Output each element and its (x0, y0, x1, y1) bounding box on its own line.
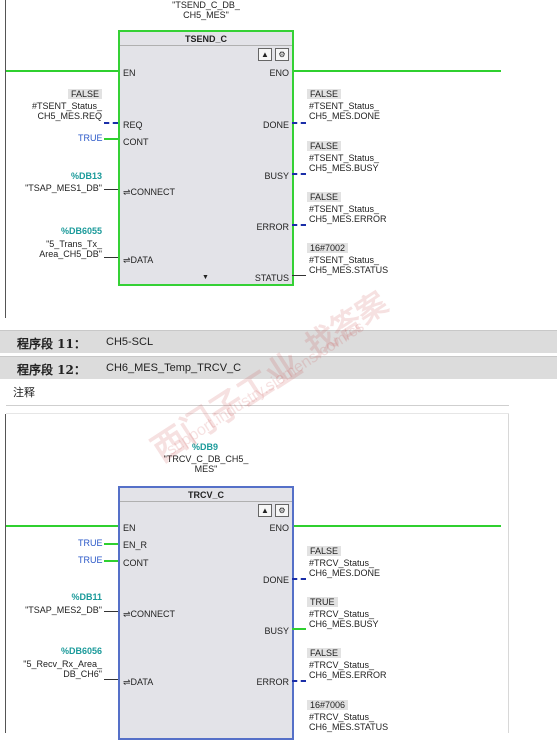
connect-db: %DB13 (70, 171, 102, 181)
en-r-value[interactable]: TRUE (78, 538, 103, 548)
comment-field[interactable]: 注释 (13, 387, 35, 399)
trcv-c-block[interactable]: TRCV_C ▲ ⚙ EN EN_R CONT ⇌CONNECT ⇌DATA E… (118, 486, 294, 740)
instance-db-label-2: "TRCV_C_DB_CH5_ MES" (163, 454, 249, 474)
pin-eno-2: ENO (269, 523, 289, 533)
done-variable[interactable]: #TSENT_Status_CH5_MES.DONE (309, 101, 381, 121)
connect-variable-2[interactable]: "TSAP_MES2_DB" (25, 605, 102, 615)
power-rail-left (5, 0, 6, 318)
done-value-2[interactable]: FALSE (307, 546, 342, 556)
network-11-title[interactable]: CH5-SCL (106, 336, 154, 348)
connect-wire-2 (104, 611, 118, 612)
error-value[interactable]: FALSE (307, 192, 342, 202)
pin-eno: ENO (269, 68, 289, 78)
block-title: TSEND_C (184, 34, 227, 44)
done-variable-2[interactable]: #TRCV_Status_CH6_MES.DONE (309, 558, 381, 578)
pin-cont-2: CONT (123, 558, 149, 568)
done-value[interactable]: FALSE (307, 89, 342, 99)
data-db-2: %DB6056 (60, 646, 102, 656)
data-db: %DB6055 (60, 226, 102, 236)
eno-wire-2 (292, 525, 501, 527)
pin-connect-2: ⇌CONNECT (123, 609, 176, 619)
error-value-2[interactable]: FALSE (307, 648, 342, 658)
data-wire (104, 257, 118, 258)
pin-done-2: DONE (262, 575, 289, 585)
expand-arrow-icon[interactable]: ▼ (202, 274, 209, 281)
pin-data-2: ⇌DATA (123, 677, 154, 687)
busy-wire (292, 173, 306, 175)
status-variable-2[interactable]: #TRCV_Status_CH6_MES.STATUS (309, 712, 389, 732)
pin-en-r: EN_R (123, 540, 148, 550)
en-r-wire (104, 543, 118, 545)
busy-value-2[interactable]: TRUE (307, 597, 338, 607)
error-variable[interactable]: #TSENT_Status_CH5_MES.ERROR (309, 204, 387, 224)
status-wire (292, 275, 306, 276)
cont-wire (104, 138, 118, 140)
data-variable[interactable]: "5_Trans_Tx_Area_CH5_DB" (39, 239, 102, 259)
pin-connect: ⇌CONNECT (123, 187, 176, 197)
data-wire-2 (104, 679, 118, 680)
req-value[interactable]: FALSE (68, 89, 103, 99)
network-11-header[interactable]: 程序段 11： CH5-SCL (0, 330, 557, 353)
pin-en-2: EN (123, 523, 136, 533)
pin-done: DONE (262, 120, 289, 130)
status-variable[interactable]: #TSENT_Status_CH5_MES.STATUS (309, 255, 389, 275)
online-icon-2[interactable]: ▲ (258, 504, 272, 517)
error-wire-2 (292, 680, 306, 682)
done-wire (292, 122, 306, 124)
status-value[interactable]: 16#7002 (307, 243, 349, 253)
tsend-c-block[interactable]: TSEND_C ▲ ⚙ EN REQ CONT ⇌CONNECT ⇌DATA E… (118, 30, 294, 286)
network-11-label: 程序段 11： (17, 337, 86, 351)
online-icon[interactable]: ▲ (258, 48, 272, 61)
cont-value[interactable]: TRUE (78, 133, 103, 143)
pin-busy-2: BUSY (264, 626, 289, 636)
req-wire (104, 122, 118, 124)
pin-busy: BUSY (264, 171, 289, 181)
busy-value[interactable]: FALSE (307, 141, 342, 151)
eno-wire (292, 70, 501, 72)
data-variable-2[interactable]: "5_Recv_Rx_Area_DB_CH6" (23, 659, 102, 679)
en-wire (6, 70, 118, 72)
connect-wire (104, 189, 118, 190)
network-12-header[interactable]: 程序段 12： CH6_MES_Temp_TRCV_C (0, 356, 557, 379)
busy-wire-2 (292, 628, 306, 630)
power-rail-left-2 (5, 414, 6, 733)
pin-data: ⇌DATA (123, 255, 154, 265)
instance-db-label: "TSEND_C_DB_ CH5_MES" (172, 0, 240, 20)
error-wire (292, 224, 306, 226)
connect-variable[interactable]: "TSAP_MES1_DB" (25, 183, 102, 193)
req-variable[interactable]: #TSENT_Status_CH5_MES.REQ (31, 101, 102, 121)
busy-variable-2[interactable]: #TRCV_Status_CH6_MES.BUSY (309, 609, 379, 629)
cont-value-2[interactable]: TRUE (78, 555, 103, 565)
pin-cont: CONT (123, 137, 149, 147)
done-wire-2 (292, 578, 306, 580)
connect-db-2: %DB11 (71, 592, 102, 602)
status-value-2[interactable]: 16#7006 (307, 700, 349, 710)
settings-icon-2[interactable]: ⚙ (275, 504, 289, 517)
pin-error-2: ERROR (256, 677, 289, 687)
cont-wire-2 (104, 560, 118, 562)
network-12-title[interactable]: CH6_MES_Temp_TRCV_C (106, 362, 242, 374)
en-wire-2 (6, 525, 118, 527)
pin-en: EN (123, 68, 136, 78)
network-12-label: 程序段 12： (17, 363, 86, 377)
block-title-2: TRCV_C (187, 490, 224, 500)
settings-icon[interactable]: ⚙ (275, 48, 289, 61)
busy-variable[interactable]: #TSENT_Status_CH5_MES.BUSY (309, 153, 380, 173)
instance-db-number: %DB9 (192, 442, 219, 452)
pin-status: STATUS (254, 273, 289, 283)
pin-error: ERROR (256, 222, 289, 232)
pin-req: REQ (123, 120, 143, 130)
error-variable-2[interactable]: #TRCV_Status_CH6_MES.ERROR (309, 660, 387, 680)
